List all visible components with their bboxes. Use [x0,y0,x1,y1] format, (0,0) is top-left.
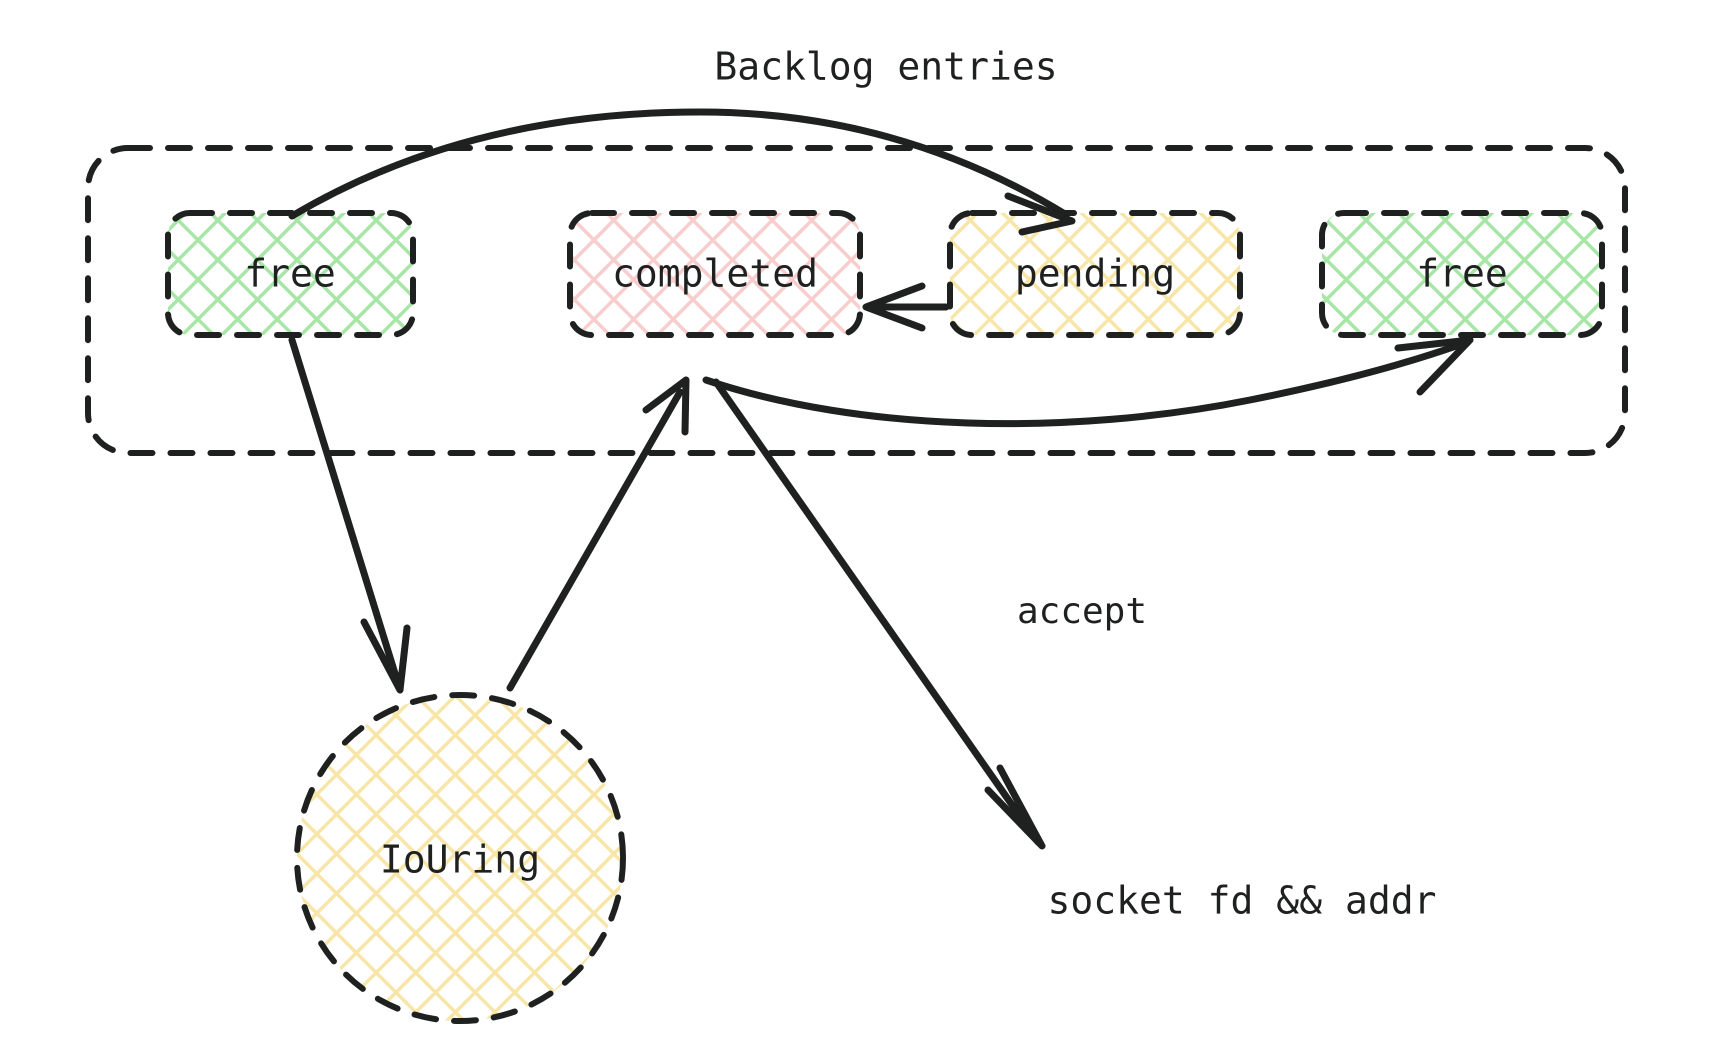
edge-free-left-to-iouring [288,336,411,694]
edge-free-left-to-pending-arrowhead [1004,192,1076,236]
node-completed-shape [567,210,863,338]
edge-completed-to-free-right [702,336,1474,428]
node-free-left[interactable]: free [165,210,416,338]
edge-completed-to-free-right-arrowhead [1394,336,1474,396]
node-free-right-label: free [1416,252,1508,296]
terminal-socket-fd-addr: socket fd && addr [1048,879,1437,923]
edge-iouring-to-completed [506,376,690,692]
node-free-right-shape [1319,210,1605,338]
edge-completed-to-socket-arrowhead [984,764,1046,850]
edge-free-left-to-iouring-line [288,336,401,684]
node-iouring-label: IoUring [380,838,540,882]
node-pending-shape [947,210,1243,338]
node-pending-label: pending [1015,252,1175,296]
edge-completed-to-socket-line [712,378,1042,846]
edge-iouring-to-completed-line [506,388,684,692]
diagram-title: Backlog entries [714,45,1057,89]
edge-completed-to-socket: accept [712,378,1147,850]
edge-pending-to-completed [862,282,950,332]
edge-completed-to-free-right-line [702,340,1466,428]
node-pending[interactable]: pending [947,210,1243,338]
node-completed[interactable]: completed [567,210,863,338]
edge-free-left-to-pending [288,108,1076,236]
node-completed-label: completed [612,252,818,296]
node-iouring[interactable]: IoUring [294,692,626,1024]
edge-pending-to-completed-arrowhead [862,282,926,332]
node-free-right[interactable]: free [1319,210,1605,338]
edge-free-left-to-pending-line [288,108,1069,220]
container-outline [85,145,1628,456]
backlog-entries-container [85,145,1628,456]
node-free-left-label: free [244,252,336,296]
edge-free-left-to-iouring-arrowhead [360,618,411,694]
node-iouring-shape [294,692,626,1024]
edge-label-accept: accept [1017,591,1147,632]
edge-iouring-to-completed-arrowhead [642,376,690,436]
